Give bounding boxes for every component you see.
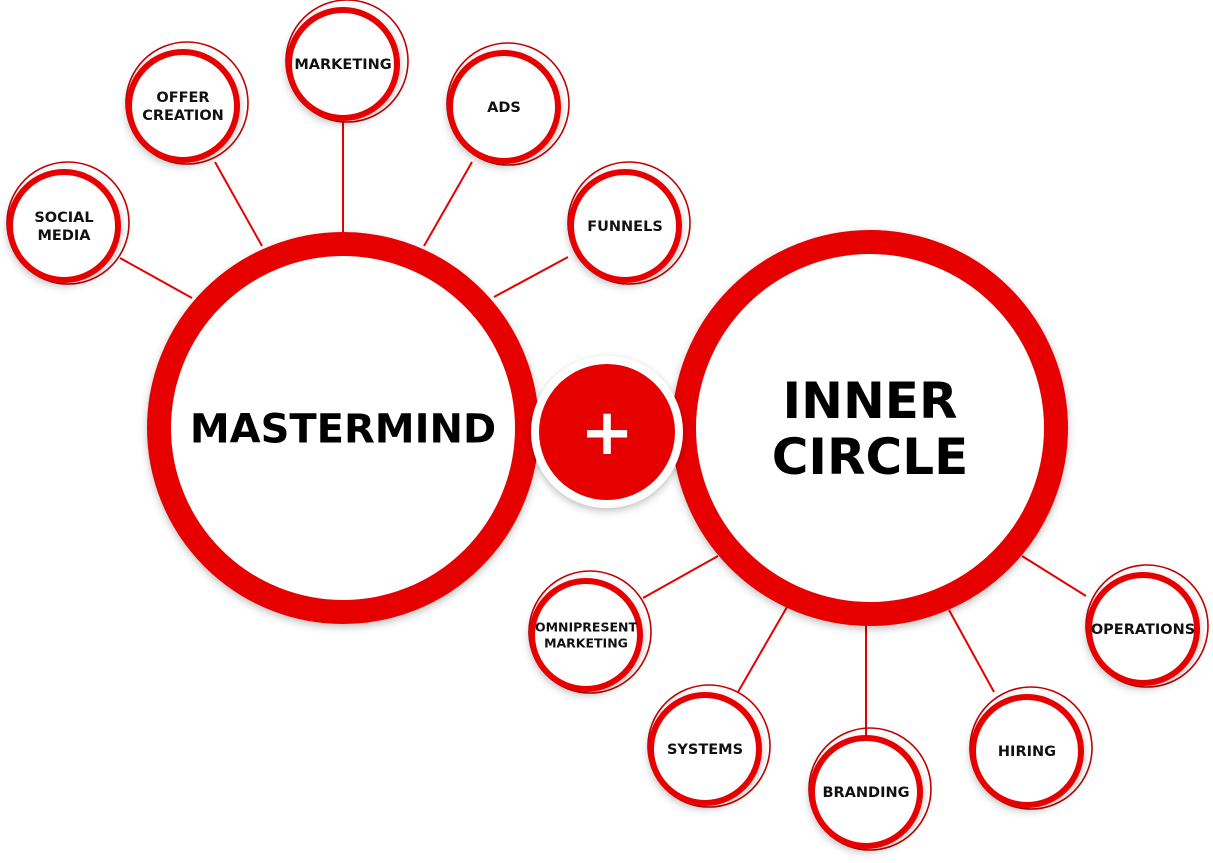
inner-circle-circle <box>672 230 1068 626</box>
omnipresent-marketing-circle <box>529 578 643 692</box>
branding-label-line-1: BRANDING <box>822 785 909 801</box>
systems-label-line-1: SYSTEMS <box>667 742 743 758</box>
omnipresent-marketing-label-line-2: MARKETING <box>544 636 628 651</box>
offer-creation-outer-ring <box>125 41 249 165</box>
social-media-label-line-2: MEDIA <box>38 228 92 244</box>
ads-label-line-1: ADS <box>487 100 521 116</box>
funnels-connector-line <box>493 256 569 298</box>
ads-connector-line <box>423 161 473 247</box>
offer-creation-label-line-1: OFFER <box>156 90 209 106</box>
inner-circle-label-line-1: INNER <box>783 372 958 430</box>
marketing-label-line-1: MARKETING <box>294 57 391 73</box>
hiring-label-line-1: HIRING <box>998 744 1056 760</box>
social-media-connector-line <box>119 257 193 299</box>
funnels-outer-ring <box>567 161 691 285</box>
offer-creation-connector-line <box>214 161 263 247</box>
ads-node: ADS <box>446 42 570 166</box>
offer-creation-label-line-2: CREATION <box>142 108 224 124</box>
marketing-outer-ring <box>285 0 409 123</box>
offer-creation-node: OFFER CREATION <box>125 41 249 165</box>
operations-outer-ring <box>1085 564 1209 688</box>
social-media-outer-ring <box>6 161 130 285</box>
social-media-circle <box>7 169 121 283</box>
ads-circle <box>447 50 561 164</box>
branding-circle <box>809 735 923 849</box>
marketing-circle <box>286 7 400 121</box>
operations-circle <box>1086 572 1200 686</box>
hiring-circle <box>970 694 1084 808</box>
plus-badge: + <box>531 356 683 508</box>
topic-nodes: SOCIAL MEDIA OFFER CREATION MARKETING ADS FUNN… <box>6 0 1209 851</box>
operations-label-line-1: OPERATIONS <box>1091 622 1195 638</box>
funnels-circle <box>568 169 682 283</box>
inner-circle-label-line-2: CIRCLE <box>772 428 969 486</box>
marketing-node: MARKETING <box>285 0 409 123</box>
systems-node: SYSTEMS <box>647 684 771 808</box>
systems-outer-ring <box>647 684 771 808</box>
operations-node: OPERATIONS <box>1085 564 1209 688</box>
omnipresent-marketing-label-line-1: OMNIPRESENT <box>535 620 638 635</box>
omnipresent-marketing-connector-line <box>642 555 719 599</box>
plus-connector: + <box>531 356 683 508</box>
operations-connector-line <box>1021 555 1087 597</box>
hiring-outer-ring <box>969 686 1093 810</box>
mastermind-label-line-1: MASTERMIND <box>190 406 496 452</box>
systems-circle <box>648 692 762 806</box>
branding-outer-ring <box>808 727 932 851</box>
social-media-label-line-1: SOCIAL <box>34 210 93 226</box>
funnels-label-line-1: FUNNELS <box>587 219 663 235</box>
plus-badge-inner <box>539 364 675 500</box>
social-media-node: SOCIAL MEDIA <box>6 161 130 285</box>
hiring-node: HIRING <box>969 686 1093 810</box>
omnipresent-marketing-outer-ring <box>528 570 652 694</box>
hiring-connector-line <box>948 609 995 693</box>
connector-lines <box>119 122 1087 735</box>
offer-creation-circle <box>126 49 240 163</box>
mastermind-circle <box>147 232 539 624</box>
systems-connector-line <box>737 606 788 693</box>
ads-outer-ring <box>446 42 570 166</box>
branding-node: BRANDING <box>808 727 932 851</box>
mastermind-hub: MASTERMIND <box>147 232 539 624</box>
funnels-node: FUNNELS <box>567 161 691 285</box>
plus-icon: + <box>580 396 634 470</box>
